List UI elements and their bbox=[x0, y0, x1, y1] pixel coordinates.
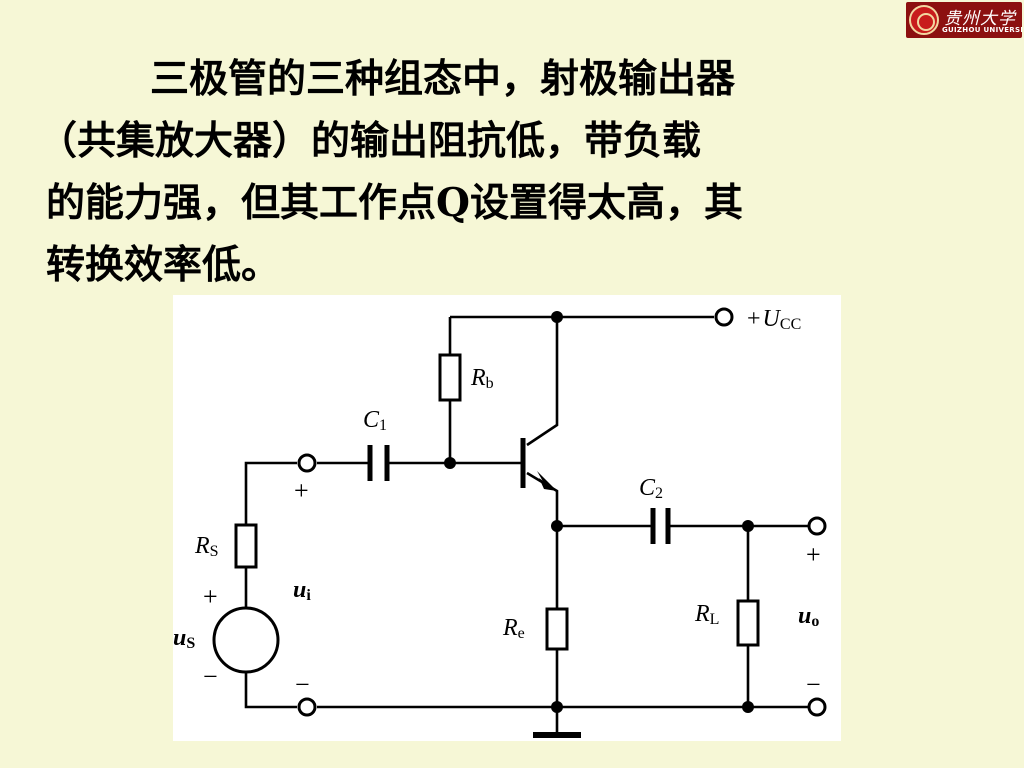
voltage-source-icon bbox=[212, 606, 280, 674]
paragraph-line-4: 转换效率低。 bbox=[46, 242, 281, 288]
output-plus-sign: + bbox=[806, 540, 821, 569]
input-terminal-plus bbox=[297, 453, 317, 473]
resistor-rb bbox=[438, 353, 462, 402]
logo-chinese-name: 贵州大学 bbox=[944, 9, 1016, 29]
junction-dot bbox=[742, 701, 754, 713]
output-terminal-plus bbox=[807, 516, 827, 536]
junction-dot bbox=[742, 520, 754, 532]
junction-dot bbox=[551, 311, 563, 323]
paragraph-line-3: 的能力强，但其工作点Q设置得太高，其 bbox=[46, 180, 743, 226]
re-label: Re bbox=[502, 615, 525, 642]
input-terminal-minus bbox=[297, 697, 317, 717]
capacitor-c2 bbox=[650, 508, 671, 544]
output-minus-sign: − bbox=[806, 670, 821, 699]
rs-label: RS bbox=[194, 533, 219, 560]
university-logo: 贵州大学 GUIZHOU UNIVERSITY bbox=[906, 2, 1022, 38]
circuit-wires bbox=[244, 315, 809, 738]
junction-dot bbox=[551, 701, 563, 713]
junction-dot bbox=[444, 457, 456, 469]
us-label: uS bbox=[173, 625, 195, 652]
supply-terminal bbox=[714, 307, 734, 327]
paragraph-line-1: 三极管的三种组态中，射极输出器 bbox=[150, 56, 736, 102]
source-minus-sign: − bbox=[203, 662, 218, 691]
source-plus-sign: + bbox=[203, 582, 218, 611]
rb-label: Rb bbox=[470, 365, 494, 392]
supply-label: +UCC bbox=[747, 306, 801, 333]
slide-paragraph: 三极管的三种组态中，射极输出器 （共集放大器）的输出阻抗低，带负载 的能力强，但… bbox=[38, 48, 971, 296]
paragraph-line-2: （共集放大器）的输出阻抗低，带负载 bbox=[38, 118, 702, 164]
transistor-npn bbox=[520, 438, 557, 491]
uo-label: uo bbox=[798, 603, 819, 630]
ui-label: ui bbox=[293, 577, 311, 604]
junction-dot bbox=[551, 520, 563, 532]
capacitor-c1 bbox=[367, 445, 390, 481]
logo-english-name: GUIZHOU UNIVERSITY bbox=[942, 26, 1022, 34]
rl-label: RL bbox=[694, 601, 719, 628]
input-minus-sign: − bbox=[295, 670, 310, 699]
resistor-rs bbox=[234, 523, 258, 569]
university-seal-icon bbox=[909, 5, 939, 35]
resistor-re bbox=[545, 607, 569, 651]
input-plus-sign: + bbox=[294, 476, 309, 505]
resistor-rl bbox=[736, 599, 760, 647]
c2-label: C2 bbox=[639, 475, 663, 502]
output-terminal-minus bbox=[807, 697, 827, 717]
c1-label: C1 bbox=[363, 407, 387, 434]
emitter-follower-circuit: +UCC Rb C1 C2 RS Re RL ui uo uS + − + − … bbox=[173, 295, 841, 741]
